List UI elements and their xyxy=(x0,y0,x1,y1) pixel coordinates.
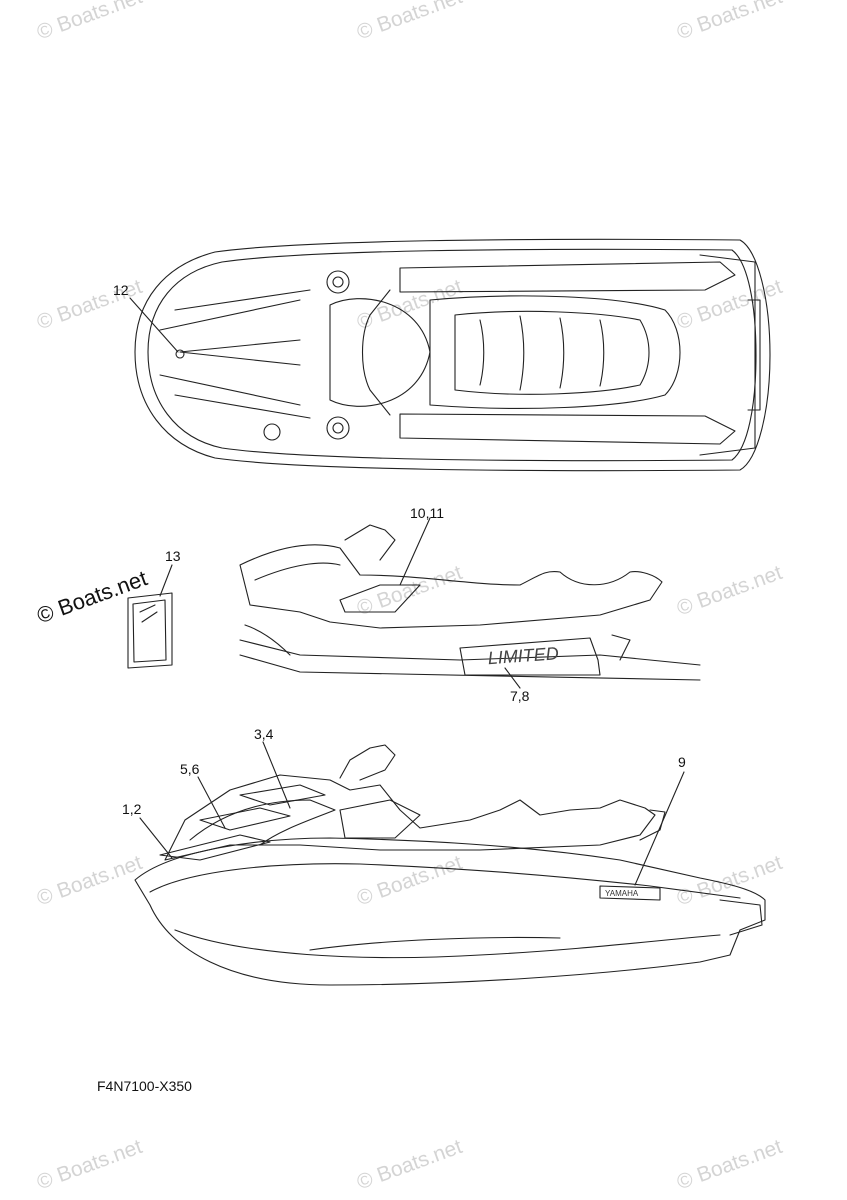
diagram-code: F4N7100-X350 xyxy=(97,1078,192,1094)
callout-7-8: 7,8 xyxy=(510,688,530,704)
callout-10-11: 10,11 xyxy=(410,505,444,521)
decal-limited-outline xyxy=(459,637,601,676)
callout-1-2: 1,2 xyxy=(122,801,142,817)
leader-line-5-6 xyxy=(197,776,226,829)
decal-seat-area xyxy=(339,584,421,613)
callout-5-6: 5,6 xyxy=(180,761,200,777)
callout-13: 13 xyxy=(165,548,181,564)
decal-sheet xyxy=(127,592,173,669)
leader-line-3-4 xyxy=(262,741,291,809)
watercraft-side-view xyxy=(134,744,766,986)
leader-line-13 xyxy=(159,564,173,597)
callout-9: 9 xyxy=(678,754,686,770)
callout-12: 12 xyxy=(113,282,129,298)
leader-line-1-2 xyxy=(139,817,173,859)
leader-line-10-11 xyxy=(399,517,431,586)
decal-limited-text: LIMITED xyxy=(487,643,559,668)
leader-line-7-8 xyxy=(504,667,521,689)
leader-line-12 xyxy=(129,297,179,353)
decal-yamaha-text: YAMAHA xyxy=(605,889,639,898)
callout-3-4: 3,4 xyxy=(254,726,274,742)
watercraft-top-view xyxy=(134,238,771,472)
watercraft-side-view-partial xyxy=(239,524,701,681)
leader-line-9 xyxy=(634,771,685,886)
